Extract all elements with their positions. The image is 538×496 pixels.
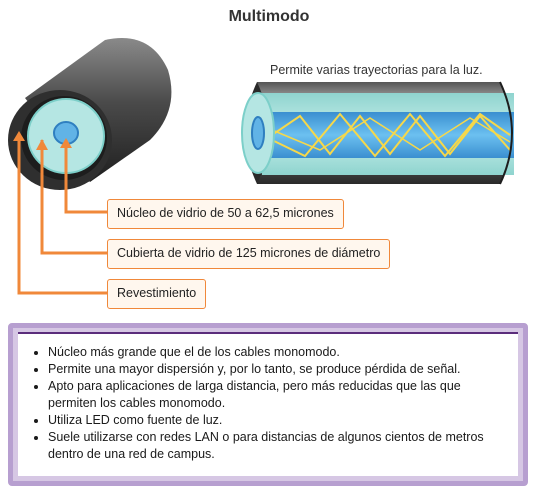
feature-item: Utiliza LED como fuente de luz. bbox=[48, 412, 512, 429]
tube-right-edge bbox=[499, 81, 513, 185]
callout-cladding: Cubierta de vidrio de 125 micrones de di… bbox=[107, 239, 391, 269]
arrow-cladding bbox=[36, 139, 48, 150]
fiber-cross-section bbox=[8, 38, 172, 190]
fiber-longitudinal-view bbox=[241, 81, 514, 185]
info-panel: Núcleo más grande que el de los cables m… bbox=[8, 323, 528, 486]
callout-core: Núcleo de vidrio de 50 a 62,5 micrones bbox=[107, 199, 344, 229]
multimode-caption: Permite varias trayectorias para la luz. bbox=[270, 63, 483, 77]
diagram-title: Multimodo bbox=[228, 8, 310, 25]
feature-item: Núcleo más grande que el de los cables m… bbox=[48, 344, 512, 361]
callout-coating: Revestimiento bbox=[107, 279, 207, 309]
feature-item: Permite una mayor dispersión y, por lo t… bbox=[48, 361, 512, 378]
arrow-coating bbox=[13, 131, 25, 141]
light-path-3 bbox=[271, 117, 511, 151]
leader-cladding bbox=[40, 140, 108, 255]
leader-coating bbox=[17, 135, 108, 295]
tube-end-core bbox=[251, 116, 265, 150]
callout-leaders bbox=[17, 135, 108, 295]
feature-item: Suele utilizarse con redes LAN o para di… bbox=[48, 429, 512, 463]
light-path-1 bbox=[271, 114, 511, 156]
feature-item: Apto para aplicaciones de larga distanci… bbox=[48, 378, 512, 412]
fiber-illustration bbox=[8, 38, 514, 295]
info-panel-content: Núcleo más grande que el de los cables m… bbox=[18, 332, 518, 476]
leader-arrows bbox=[13, 131, 72, 150]
feature-list: Núcleo más grande que el de los cables m… bbox=[18, 334, 518, 463]
arrow-core bbox=[60, 138, 72, 148]
leader-core bbox=[64, 140, 108, 214]
